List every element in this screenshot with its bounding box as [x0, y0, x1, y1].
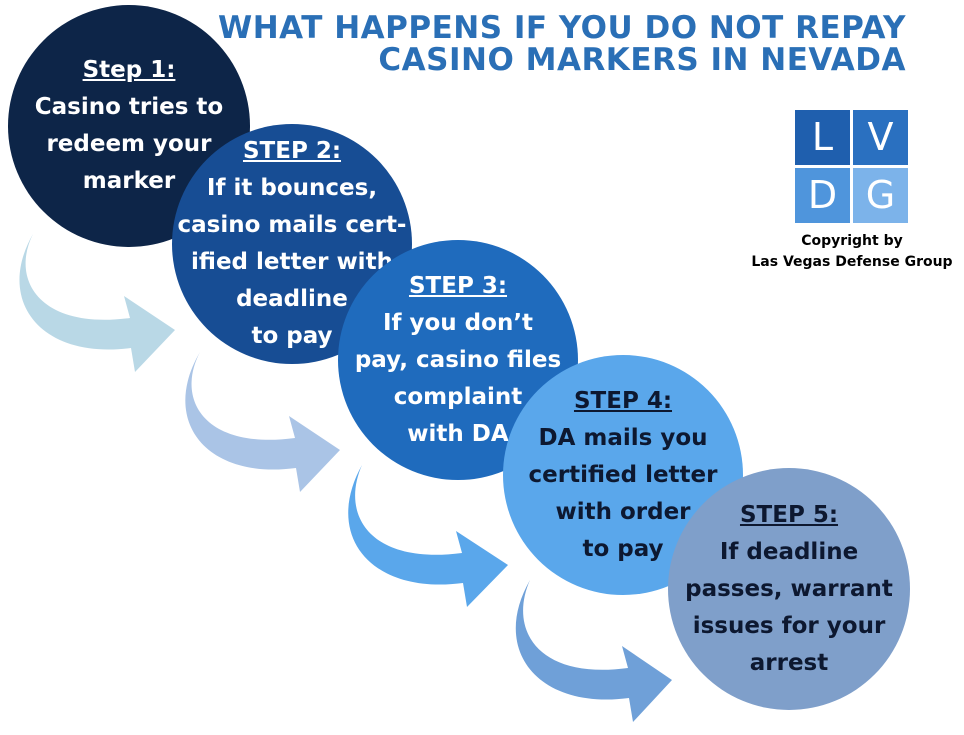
- step-2-heading: STEP 2:: [242, 138, 342, 164]
- curved-arrow-2: [185, 352, 340, 492]
- copyright-line-1: Copyright by: [801, 233, 903, 249]
- step-1-heading: Step 1:: [82, 57, 176, 83]
- step-5-circle: STEP 5: If deadline passes, warrant issu…: [668, 468, 910, 710]
- title-line-2: CASINO MARKERS IN NEVADA: [378, 42, 906, 78]
- curved-arrow-4: [515, 580, 672, 722]
- step-4-text: DA mails you certified letter with order…: [528, 424, 718, 562]
- logo-letter-v: V: [853, 110, 908, 165]
- page-title: WHAT HAPPENS IF YOU DO NOT REPAY CASINO …: [218, 12, 906, 76]
- step-3-circle: STEP 3: If you don’t pay, casino files c…: [338, 240, 578, 480]
- title-line-1: WHAT HAPPENS IF YOU DO NOT REPAY: [218, 10, 906, 46]
- logo-letter-g: G: [853, 168, 908, 223]
- step-1-text: Casino tries to redeem your marker: [34, 94, 224, 194]
- step-2-text: If it bounces, casino mails cert- ified …: [177, 175, 407, 349]
- curved-arrow-1: [19, 234, 175, 372]
- copyright-notice: Copyright by Las Vegas Defense Group: [742, 231, 962, 273]
- lvdg-logo: L V D G: [795, 110, 909, 224]
- curved-arrow-3: [348, 465, 508, 607]
- logo-letter-l: L: [795, 110, 850, 165]
- step-4-heading: STEP 4:: [573, 387, 673, 414]
- logo-letter-d: D: [795, 168, 850, 223]
- step-3-text: If you don’t pay, casino files complaint…: [354, 309, 562, 447]
- step-3-heading: STEP 3:: [408, 272, 508, 299]
- step-5-text: If deadline passes, warrant issues for y…: [685, 538, 893, 676]
- step-2-circle: STEP 2: If it bounces, casino mails cert…: [172, 124, 412, 364]
- step-5-heading: STEP 5:: [739, 501, 839, 528]
- copyright-line-2: Las Vegas Defense Group: [751, 254, 953, 270]
